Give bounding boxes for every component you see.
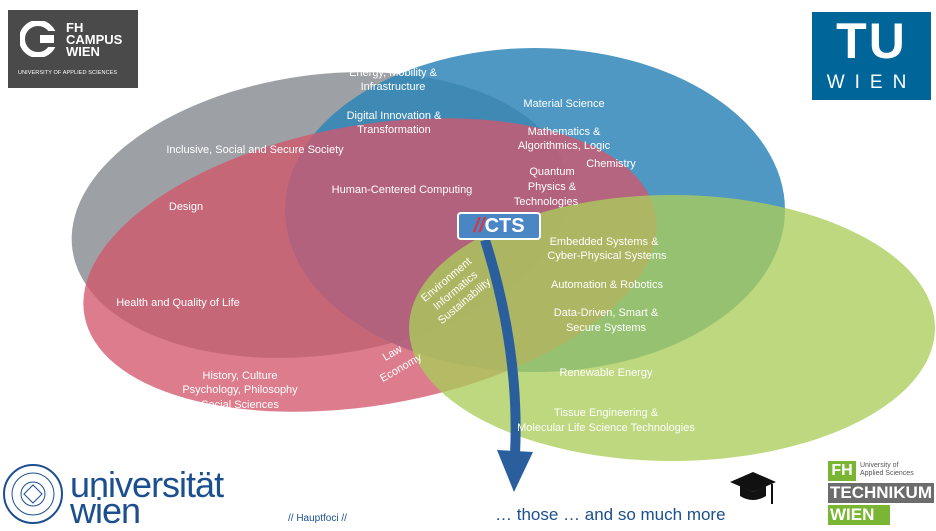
label-automation: Automation & Robotics xyxy=(551,279,663,291)
label-datadriven: Data-Driven, Smart &Secure Systems xyxy=(554,307,659,334)
uni-wien-line1: universität xyxy=(70,464,224,505)
fh-campus-logo-mark xyxy=(20,21,56,57)
technikum-name2: WIEN xyxy=(828,505,890,525)
label-embedded: Embedded Systems &Cyber-Physical Systems xyxy=(547,236,667,262)
fh-campus-line1: FH xyxy=(66,20,84,35)
label-energy: Energy, Mobility &Infrastructure xyxy=(349,67,437,93)
label-math: Mathematics &Algorithmics, Logic xyxy=(518,126,611,152)
fh-campus-line3: WIEN xyxy=(66,44,100,59)
uni-wien-wordmark: universität wien xyxy=(70,464,224,531)
label-hcc: Human-Centered Computing xyxy=(332,184,473,196)
label-inclusive: Inclusive, Social and Secure Society xyxy=(166,144,344,156)
technikum-fh-mark: FH xyxy=(828,461,856,481)
cts-badge: //CTS xyxy=(457,212,541,240)
label-chemistry: Chemistry xyxy=(586,158,636,170)
green-ellipse xyxy=(409,195,935,461)
technikum-sub1: University of xyxy=(860,462,899,469)
tu-logo-mark: TU xyxy=(836,13,907,69)
fh-campus-subtitle: UNIVERSITY OF APPLIED SCIENCES xyxy=(18,70,118,76)
graduation-cap-icon xyxy=(730,472,776,504)
cts-arrow-head xyxy=(497,450,533,492)
university-seal-icon xyxy=(3,464,63,524)
technikum-name1: TECHNIKUM xyxy=(828,483,934,503)
label-design: Design xyxy=(169,201,203,213)
label-renewable: Renewable Energy xyxy=(560,367,653,379)
label-health: Health and Quality of Life xyxy=(116,297,240,309)
uni-wien-line2: wien xyxy=(70,490,141,531)
cts-arrow xyxy=(480,238,521,456)
cts-label: CTS xyxy=(484,215,525,237)
technikum-sub2: Applied Sciences xyxy=(860,470,914,477)
fh-campus-line2: CAMPUS xyxy=(66,32,123,47)
hauptfoci-label: // Hauptfoci // xyxy=(288,513,347,524)
label-material: Material Science xyxy=(523,98,604,110)
fh-campus-wien-logo: FH CAMPUS WIEN UNIVERSITY OF APPLIED SCI… xyxy=(8,10,138,88)
fh-technikum-logo: FH University of Applied Sciences TECHNI… xyxy=(828,461,934,525)
cts-prefix: // xyxy=(473,215,485,237)
tu-logo-name: WIEN xyxy=(826,72,917,93)
label-tissue: Tissue Engineering &Molecular Life Scien… xyxy=(517,407,695,434)
much-more-text: … those … and so much more xyxy=(495,505,726,524)
tu-wien-logo: TU WIEN xyxy=(812,12,931,100)
label-digital: Digital Innovation &Transformation xyxy=(347,110,442,136)
technikum-subtitle: University of Applied Sciences xyxy=(860,462,914,478)
